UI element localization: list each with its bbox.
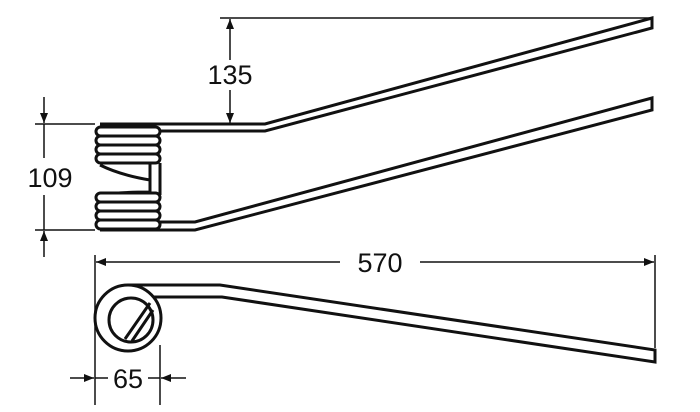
coil-spring [94, 125, 162, 231]
coil-inner [107, 296, 155, 344]
lower-arm [100, 96, 654, 232]
side-arm [128, 283, 657, 364]
upper-arm [100, 16, 654, 133]
dim-coil-height: 109 [27, 163, 72, 193]
side-view: 570 65 [70, 248, 657, 405]
dim-arm-offset: 135 [207, 60, 252, 90]
dim-overall-length: 570 [357, 248, 402, 278]
dim-coil-diameter: 65 [113, 364, 143, 394]
top-view: 135 109 [27, 16, 654, 257]
